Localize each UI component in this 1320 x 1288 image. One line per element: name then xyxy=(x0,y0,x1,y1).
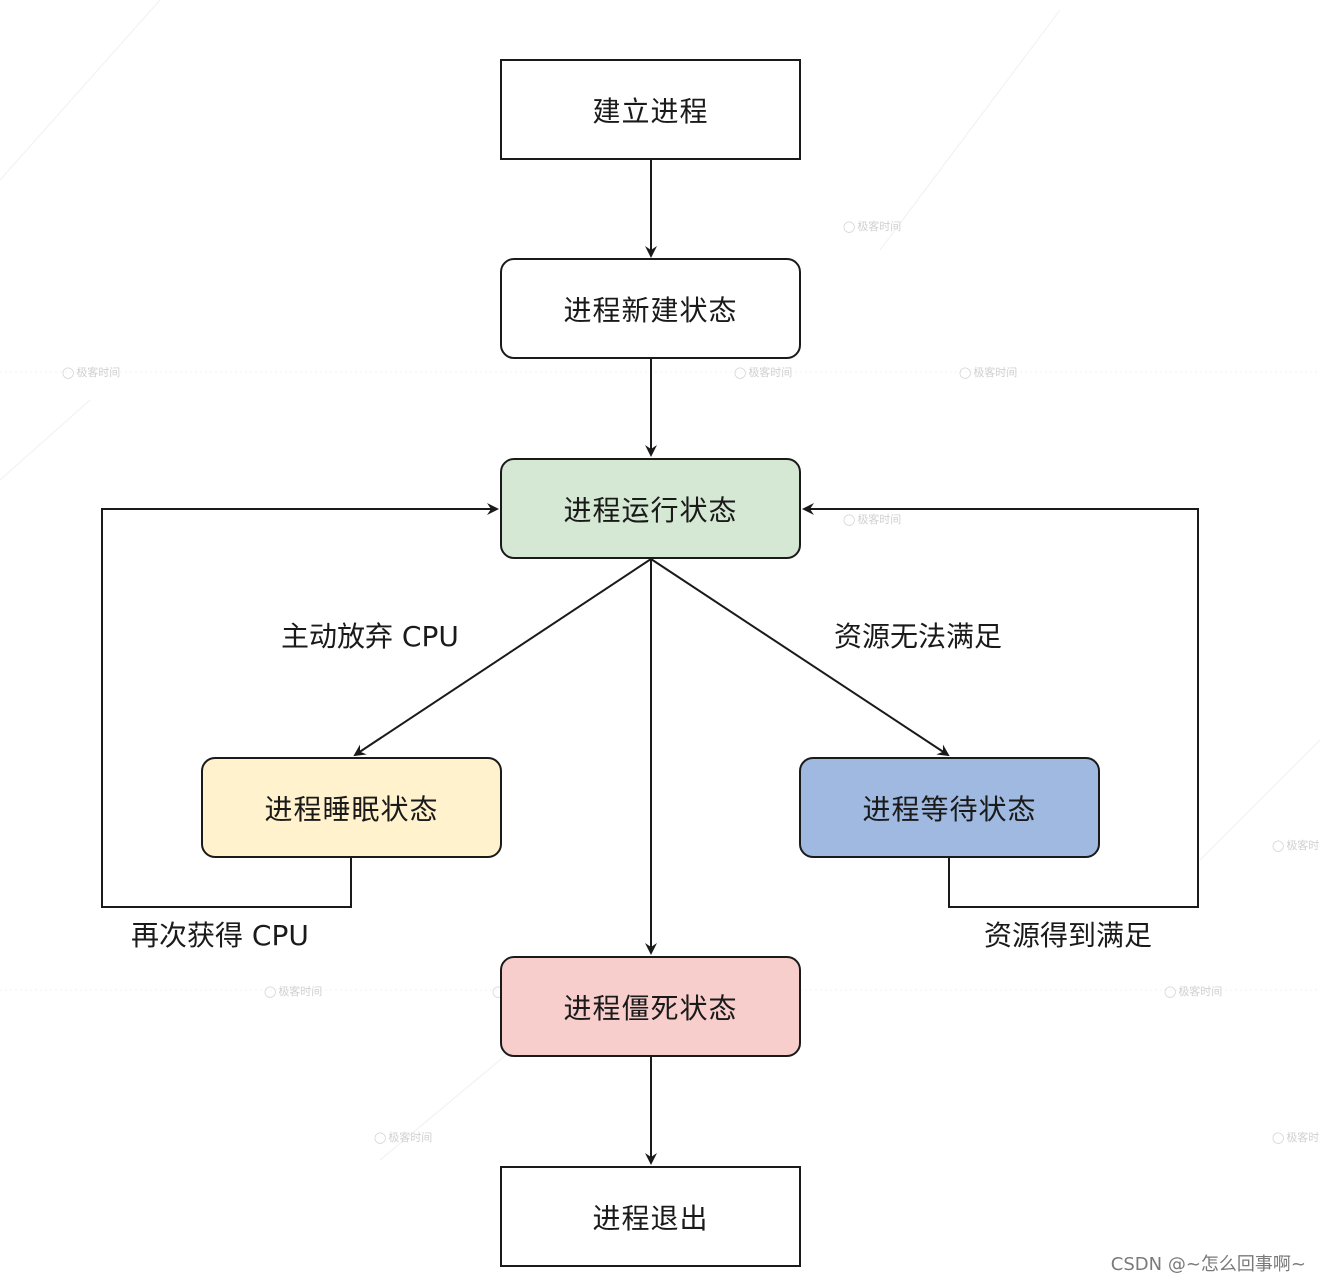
watermark-text: 极客时间 xyxy=(62,364,120,380)
watermark-text: 极客时间 xyxy=(843,511,901,527)
node-create-process: 建立进程 xyxy=(500,59,801,160)
label-yield-cpu: 主动放弃 CPU xyxy=(281,620,459,653)
node-running-state: 进程运行状态 xyxy=(500,458,801,559)
label-resource-unavailable: 资源无法满足 xyxy=(834,620,1003,653)
watermark-text: 极客时间 xyxy=(374,1129,432,1145)
watermark-text: 极客时间 xyxy=(959,364,1017,380)
watermark-text: 极客时间 xyxy=(1272,1129,1320,1145)
source-credit: CSDN @~怎么回事啊~ xyxy=(1110,1254,1306,1275)
watermark-text: 极客时间 xyxy=(1272,837,1320,853)
edge-waiting-to-running xyxy=(802,503,1199,908)
label-regain-cpu: 再次获得 CPU xyxy=(131,919,309,952)
node-sleeping-state: 进程睡眠状态 xyxy=(201,757,502,858)
watermark-text: 极客时间 xyxy=(734,364,792,380)
edge-running-to-waiting xyxy=(650,558,950,757)
edge-running-to-sleeping xyxy=(353,558,652,757)
node-exit-process: 进程退出 xyxy=(500,1166,801,1267)
watermark-lines xyxy=(0,0,1320,1161)
node-waiting-state: 进程等待状态 xyxy=(799,757,1100,858)
watermark-text: 极客时间 xyxy=(843,218,901,234)
edge-sleeping-to-running xyxy=(101,503,499,908)
watermark-text: 极客时间 xyxy=(1164,983,1222,999)
label-resource-satisfied: 资源得到满足 xyxy=(984,919,1153,952)
node-zombie-state: 进程僵死状态 xyxy=(500,956,801,1057)
node-new-state: 进程新建状态 xyxy=(500,258,801,359)
watermark-text: 极客时间 xyxy=(264,983,322,999)
